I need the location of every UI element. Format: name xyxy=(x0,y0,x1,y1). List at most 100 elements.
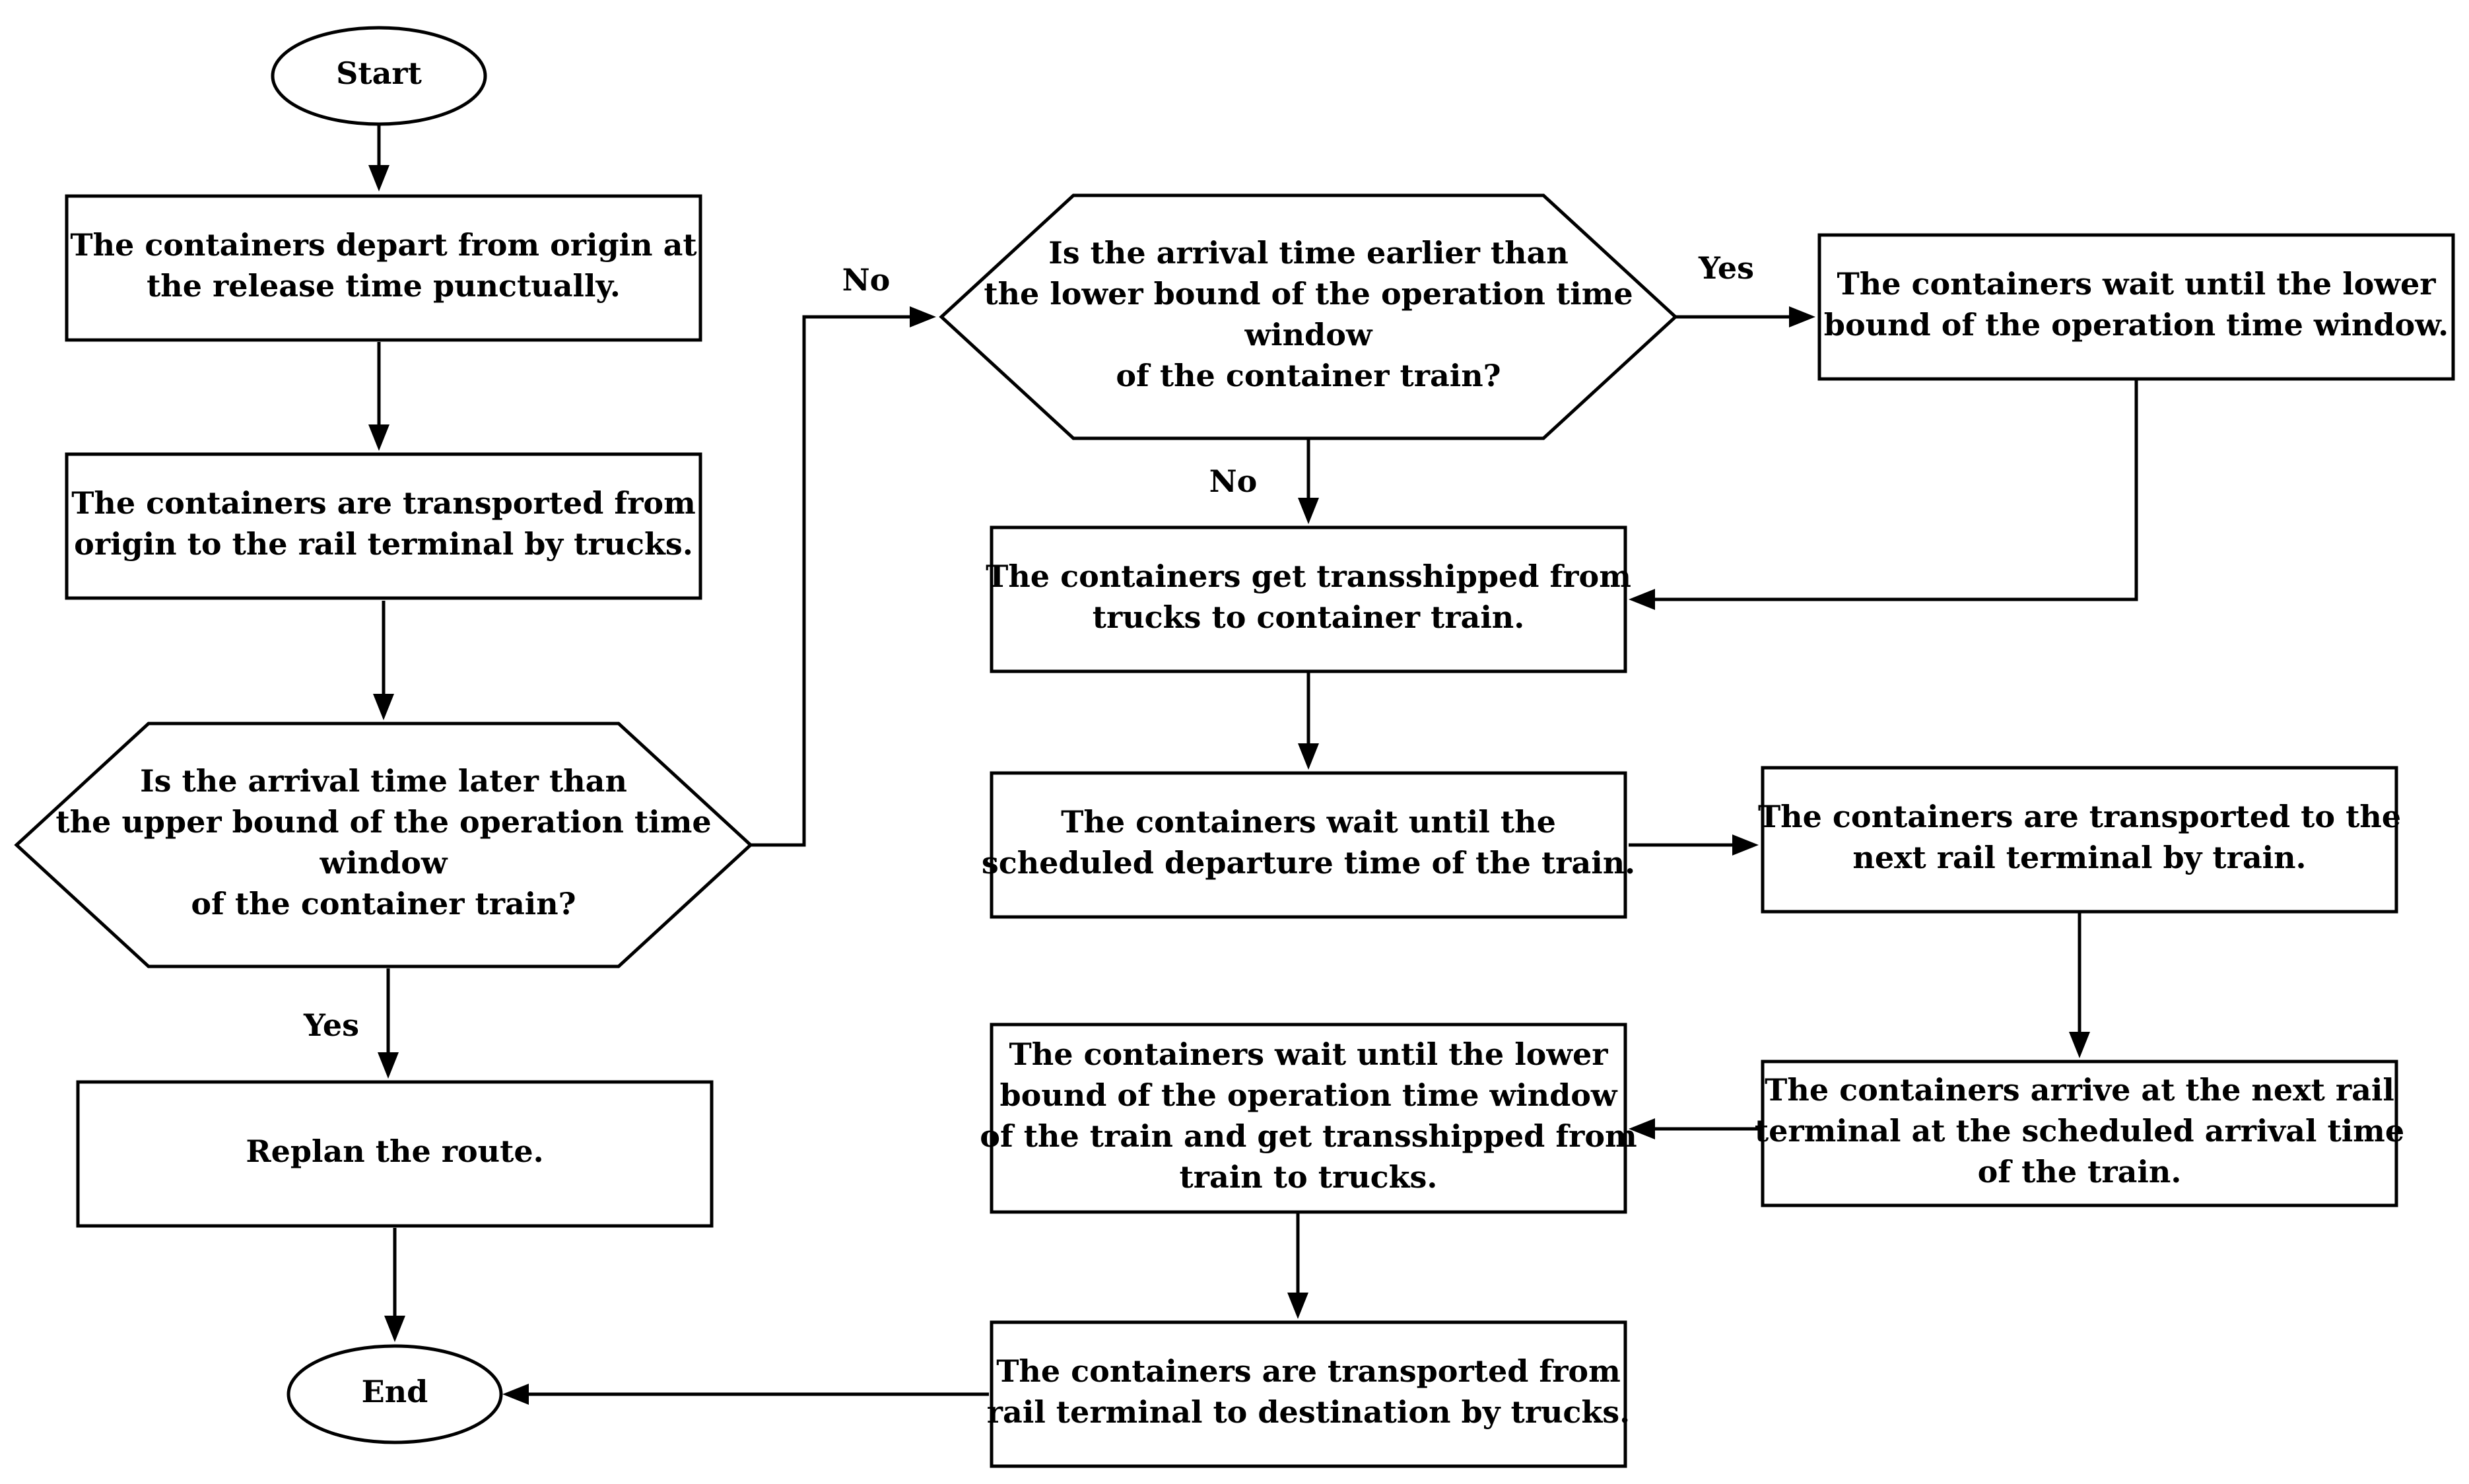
edge-label-yes: Yes xyxy=(1698,250,1754,286)
edge-replan-to-end xyxy=(384,1228,405,1342)
node-text-line: Start xyxy=(336,55,423,91)
edge-later-check-to-replan xyxy=(378,968,399,1079)
node-text-line: of the train. xyxy=(1978,1154,2182,1190)
node-text-line: window xyxy=(1244,317,1373,353)
edge-wait-lower-to-transship-to-train xyxy=(1629,380,2138,610)
edge-wait-transship-trucks-to-truck-to-destination xyxy=(1287,1213,1308,1319)
arrowhead xyxy=(373,694,394,720)
node-text-line: the lower bound of the operation time xyxy=(984,276,1633,312)
node-wait-transship-trucks: The containers wait until the lower bound… xyxy=(980,1023,1637,1214)
node-text-line: next rail terminal by train. xyxy=(1852,840,2306,875)
arrowhead xyxy=(1298,743,1319,770)
node-depart: The containers depart from origin at the … xyxy=(65,194,702,342)
node-wait-departure: The containers wait until the scheduled d… xyxy=(982,771,1635,919)
edge-label-no: No xyxy=(1209,463,1258,499)
process-shape xyxy=(990,1320,1627,1468)
process-shape xyxy=(1761,766,2398,914)
node-text-line: scheduled departure time of the train. xyxy=(982,845,1635,881)
arrowhead xyxy=(1789,306,1815,327)
node-text-line: bound of the operation time window xyxy=(999,1077,1617,1113)
node-text-line: The containers are transported from xyxy=(71,485,696,521)
node-text-line: terminal at the scheduled arrival time xyxy=(1755,1113,2404,1149)
node-arrive-next: The containers arrive at the next rail te… xyxy=(1755,1060,2404,1207)
node-truck-to-destination: The containers are transported from rail … xyxy=(987,1320,1630,1468)
connector-line xyxy=(1655,380,2138,601)
node-start: Start xyxy=(271,26,487,126)
node-end: End xyxy=(287,1344,503,1444)
edge-truck-to-destination-to-end xyxy=(502,1384,989,1405)
process-shape xyxy=(76,1080,714,1228)
process-shape xyxy=(990,771,1627,919)
node-train-transport: The containers are transported to the nex… xyxy=(1758,766,2401,914)
process-shape xyxy=(990,1023,1627,1214)
edge-wait-departure-to-train-transport xyxy=(1629,834,1759,856)
edge-later-check-to-earlier-check xyxy=(751,306,936,847)
process-shape xyxy=(990,525,1627,673)
edge-transship-to-train-to-wait-departure xyxy=(1298,673,1319,770)
arrowhead xyxy=(1732,834,1759,856)
edge-train-transport-to-arrive-next xyxy=(2069,913,2090,1058)
node-text-line: window xyxy=(320,845,448,881)
arrowhead xyxy=(368,165,389,191)
edge-earlier-check-to-transship-to-train xyxy=(1298,439,1319,524)
decision-shape xyxy=(939,193,1678,440)
node-text-line: trucks to container train. xyxy=(1093,599,1525,635)
node-text-line: rail terminal to destination by trucks. xyxy=(987,1394,1630,1430)
edge-earlier-check-to-wait-lower xyxy=(1676,306,1815,327)
node-text-line: The containers arrive at the next rail xyxy=(1765,1072,2394,1108)
process-shape xyxy=(1761,1060,2398,1207)
process-shape xyxy=(65,194,702,342)
edge-truck-to-rail-to-later-check xyxy=(373,601,394,720)
node-wait-lower: The containers wait until the lower bound… xyxy=(1817,233,2455,381)
arrowhead xyxy=(368,424,389,451)
edge-start-to-depart xyxy=(368,125,389,191)
node-text-line: The containers get transshipped from xyxy=(986,558,1631,594)
node-text-line: The containers wait until the xyxy=(1061,804,1556,840)
arrowhead xyxy=(502,1384,529,1405)
edge-arrive-next-to-wait-transship-trucks xyxy=(1629,1118,1759,1139)
edges-layer xyxy=(368,125,2138,1405)
node-text-line: The containers wait until the lower xyxy=(1837,266,2437,302)
node-text-line: origin to the rail terminal by trucks. xyxy=(74,526,693,562)
node-earlier-check: Is the arrival time earlier than the lowe… xyxy=(939,193,1678,440)
node-text-line: Is the arrival time later than xyxy=(140,763,627,799)
node-text-line: End xyxy=(362,1374,428,1409)
node-text-line: the release time punctually. xyxy=(147,268,621,304)
arrowhead xyxy=(2069,1032,2090,1058)
decision-shape xyxy=(14,722,753,968)
edge-label-no: No xyxy=(842,262,891,298)
arrowhead xyxy=(1629,1118,1655,1139)
terminator-shape xyxy=(287,1344,503,1444)
process-shape xyxy=(1817,233,2455,381)
process-shape xyxy=(65,452,702,600)
node-text-line: The containers are transported from xyxy=(996,1353,1621,1389)
node-text-line: The containers wait until the lower xyxy=(1009,1036,1609,1072)
node-text-line: Is the arrival time earlier than xyxy=(1048,235,1569,271)
node-transship-to-train: The containers get transshipped from truc… xyxy=(986,525,1631,673)
node-text-line: of the container train? xyxy=(1116,358,1501,393)
arrowhead xyxy=(378,1052,399,1079)
node-text-line: Replan the route. xyxy=(246,1133,543,1169)
arrowhead xyxy=(1629,589,1655,610)
node-text-line: of the container train? xyxy=(191,886,576,922)
node-text-line: bound of the operation time window. xyxy=(1824,307,2449,343)
node-text-line: The containers depart from origin at xyxy=(70,227,697,263)
node-later-check: Is the arrival time later than the upper … xyxy=(14,722,753,968)
arrowhead xyxy=(1287,1293,1308,1319)
node-text-line: the upper bound of the operation time xyxy=(55,804,711,840)
edge-depart-to-truck-to-rail xyxy=(368,342,389,451)
terminator-shape xyxy=(271,26,487,126)
node-replan: Replan the route. xyxy=(76,1080,714,1228)
node-text-line: of the train and get transshipped from xyxy=(980,1118,1637,1154)
arrowhead xyxy=(910,306,936,327)
connector-line xyxy=(751,315,910,847)
node-truck-to-rail: The containers are transported from origi… xyxy=(65,452,702,600)
arrowhead xyxy=(1298,498,1319,524)
edge-label-yes: Yes xyxy=(303,1007,359,1043)
node-text-line: The containers are transported to the xyxy=(1758,799,2401,834)
node-text-line: train to trucks. xyxy=(1180,1159,1438,1195)
